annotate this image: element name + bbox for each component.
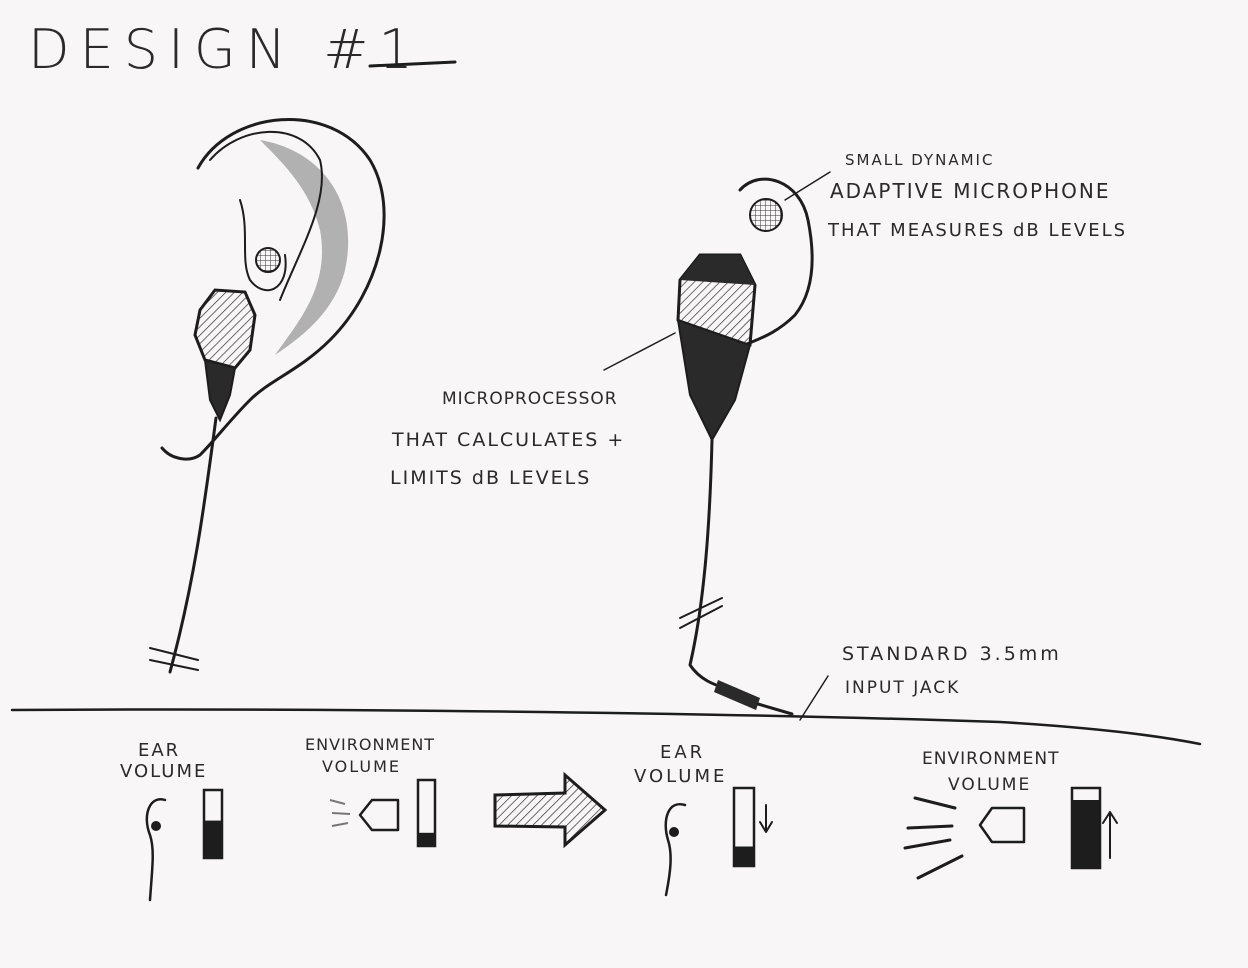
processor-callout-line-1: MICROPROCESSOR bbox=[442, 389, 618, 409]
after-speaker-icon bbox=[980, 808, 1024, 842]
before-ear-label-line-1: EAR bbox=[138, 740, 180, 761]
standalone-earbud-drawing bbox=[604, 172, 830, 720]
before-env-label-line-2: VOLUME bbox=[322, 757, 401, 776]
before-ear-label-line-2: VOLUME bbox=[120, 761, 207, 782]
processor-callout-line-3: LIMITS dB LEVELS bbox=[390, 467, 591, 489]
after-env-volume-fill bbox=[1072, 800, 1100, 868]
ear-microphone-mesh bbox=[256, 248, 280, 272]
after-state-panel: EAR VOLUME ENVIRONMENT VOLUME bbox=[634, 742, 1117, 895]
before-state-panel: EAR VOLUME ENVIRONMENT VOLUME bbox=[120, 735, 435, 900]
sketch-title: DESIGN #1 bbox=[28, 18, 423, 81]
transition-arrow-icon bbox=[495, 775, 605, 845]
before-ear-icon bbox=[147, 799, 165, 900]
down-arrow-icon bbox=[760, 805, 772, 832]
ear-helix-shading bbox=[260, 140, 348, 355]
earbud-cable-right bbox=[690, 440, 725, 688]
jack-callout-line-2: INPUT JACK bbox=[845, 678, 960, 698]
before-env-label-line-1: ENVIRONMENT bbox=[305, 735, 435, 754]
up-arrow-icon bbox=[1103, 812, 1117, 858]
microphone-callout-line-3: THAT MEASURES dB LEVELS bbox=[827, 220, 1127, 241]
jack-callout: STANDARD 3.5mm INPUT JACK bbox=[842, 643, 1062, 698]
after-ear-label-line-1: EAR bbox=[660, 742, 705, 763]
input-jack-body bbox=[714, 680, 760, 710]
processor-callout: MICROPROCESSOR THAT CALCULATES + LIMITS … bbox=[390, 389, 625, 489]
ear-with-earbud-drawing bbox=[150, 119, 384, 672]
microphone-leader-line bbox=[785, 172, 830, 200]
microphone-callout-line-1: SMALL DYNAMIC bbox=[845, 151, 994, 169]
after-ear-label-line-2: VOLUME bbox=[634, 766, 727, 787]
processor-leader-line bbox=[604, 333, 675, 370]
inner-ear-fold bbox=[210, 132, 322, 300]
microphone-callout-line-2: ADAPTIVE MICROPHONE bbox=[830, 179, 1110, 203]
before-ear-volume-fill bbox=[204, 821, 222, 858]
jack-callout-line-1: STANDARD 3.5mm bbox=[842, 643, 1062, 665]
processor-callout-line-2: THAT CALCULATES + bbox=[391, 429, 625, 451]
section-divider bbox=[12, 710, 1200, 745]
input-jack-plug bbox=[758, 704, 792, 714]
before-sound-waves-icon bbox=[330, 800, 350, 826]
jack-leader-line bbox=[800, 676, 828, 720]
after-env-label-line-2: VOLUME bbox=[948, 775, 1031, 795]
after-ear-icon bbox=[666, 804, 685, 895]
ear-concha-line bbox=[240, 200, 286, 290]
microphone-callout: SMALL DYNAMIC ADAPTIVE MICROPHONE THAT M… bbox=[827, 151, 1127, 241]
before-speaker-icon bbox=[360, 800, 398, 830]
after-env-label-line-1: ENVIRONMENT bbox=[922, 749, 1060, 769]
earbud-stem bbox=[205, 360, 235, 420]
earbud-body bbox=[195, 290, 255, 368]
after-ear-bud-dot bbox=[669, 827, 679, 837]
before-ear-bud-dot bbox=[151, 821, 161, 831]
after-sound-waves-icon bbox=[905, 798, 962, 878]
adaptive-microphone-mesh bbox=[750, 199, 782, 231]
earbud-cable bbox=[170, 418, 216, 672]
before-env-volume-fill bbox=[418, 833, 435, 846]
after-ear-volume-fill bbox=[734, 847, 754, 867]
